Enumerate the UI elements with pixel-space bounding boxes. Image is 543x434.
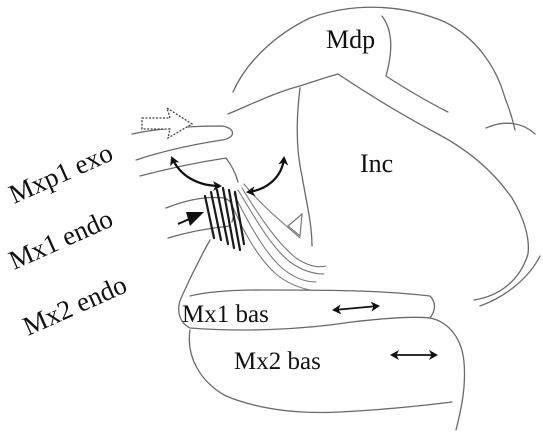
mandible-inner-lobe [381, 15, 449, 113]
mx2-endo-outline [181, 239, 211, 297]
label-inc: Inc [360, 149, 393, 178]
mx2-bas-outline [188, 329, 453, 414]
label-mx1-endo: Mx1 endo [4, 203, 117, 275]
label-mx2-endo: Mx2 endo [18, 269, 131, 341]
mandible-outline [232, 6, 516, 131]
hollow-triangle-icon [287, 212, 303, 238]
mxp1-exo-outline [131, 125, 234, 161]
seta-4 [229, 199, 311, 291]
mandible-joint-line [227, 73, 339, 115]
hollow-arrow-icon [141, 106, 194, 140]
incisor-outline [337, 73, 530, 301]
seta-3 [233, 193, 317, 283]
curved-double-arrow-icon [246, 156, 289, 197]
mxp1-exo-lower [139, 157, 239, 183]
bristle-bundle [203, 186, 246, 252]
incisor-left-edge [296, 87, 313, 247]
seta-2 [241, 187, 327, 268]
label-mdp: Mdp [326, 25, 375, 54]
label-mx2-bas: Mx2 bas [234, 348, 321, 375]
label-mx1-bas: Mx1 bas [182, 301, 269, 328]
solid-arrow-icon [177, 212, 204, 226]
curved-double-arrow-icon [170, 156, 222, 191]
double-arrow-icon [332, 301, 380, 315]
seta-1 [237, 189, 325, 275]
right-body-edge [479, 122, 541, 307]
label-mxp1-exo: Mxp1 exo [4, 137, 117, 209]
mx2-bas-right-edge [429, 317, 466, 431]
